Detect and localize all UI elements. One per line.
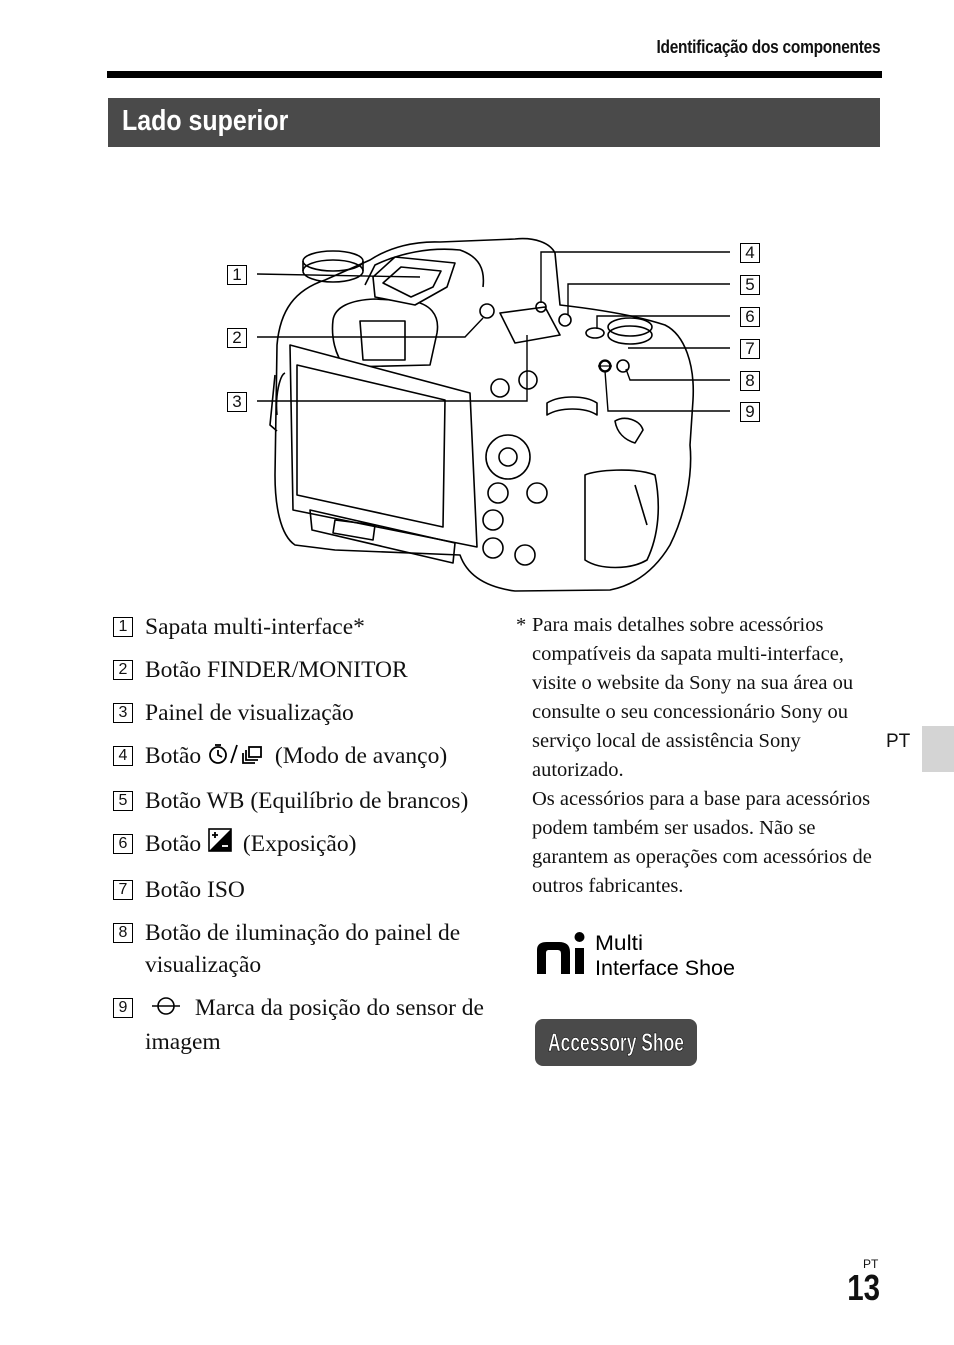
callout-4: 4 (740, 243, 760, 263)
footnote: * Para mais detalhes sobre acessórios co… (516, 611, 886, 901)
exposure-compensation-icon (207, 828, 237, 863)
item-number: 5 (113, 791, 133, 812)
item-number: 9 (113, 998, 133, 1019)
callout-8: 8 (740, 371, 760, 391)
running-header: Identificação dos componentes (656, 37, 880, 57)
accessory-shoe-logo: Accessory Shoe (535, 1019, 697, 1066)
item-suffix: (Modo de avanço) (274, 743, 448, 769)
logo-multi-text: Multi (595, 932, 643, 955)
list-item: 8 Botão de iluminação do painel de visua… (113, 917, 493, 981)
image-sensor-position-icon (149, 994, 183, 1026)
callout-6: 6 (740, 307, 760, 327)
page-number: 13 (847, 1267, 880, 1308)
item-number: 6 (113, 834, 133, 855)
logo-interface-shoe-text: Interface Shoe (595, 957, 735, 980)
item-text: Sapata multi-interface* (145, 614, 365, 640)
callout-5: 5 (740, 275, 760, 295)
list-item: 9 Marca da posição do sensor de imagem (113, 992, 493, 1058)
callout-7: 7 (740, 339, 760, 359)
item-prefix: Botão (145, 831, 202, 858)
item-number: 3 (113, 703, 133, 723)
accessory-shoe-text: Accessory Shoe (548, 1029, 684, 1057)
side-language-label: PT (886, 731, 911, 752)
item-suffix: (Exposição) (242, 831, 357, 858)
item-text: Botão FINDER/MONITOR (145, 657, 408, 683)
callout-9: 9 (740, 402, 760, 422)
list-item: 5 Botão WB (Equilíbrio de brancos) (113, 785, 493, 817)
section-title-bar: Lado superior (108, 98, 880, 147)
item-number: 8 (113, 923, 133, 944)
footnote-paragraph-2: Os acessórios para a base para acessório… (532, 788, 872, 897)
callout-1: 1 (227, 265, 247, 285)
list-item: 2 Botão FINDER/MONITOR (113, 654, 493, 686)
list-item: 7 Botão ISO (113, 874, 493, 906)
item-suffix: Marca da posição do sensor de imagem (145, 995, 484, 1055)
side-language-tab (922, 726, 954, 772)
item-text: Botão WB (Equilíbrio de brancos) (145, 788, 469, 815)
list-item: 4 Botão (Modo de avanço) (113, 740, 493, 774)
component-list: 1 Sapata multi-interface* 2 Botão FINDER… (113, 611, 493, 1058)
footnote-paragraph-1: Para mais detalhes sobre acessórios comp… (532, 614, 854, 781)
item-number: 7 (113, 880, 133, 901)
section-title: Lado superior (122, 105, 289, 137)
footnote-marker: * (516, 614, 527, 636)
item-number: 1 (113, 617, 133, 637)
item-prefix: Botão (145, 743, 202, 769)
item-text: Painel de visualização (145, 700, 354, 726)
top-rule (107, 71, 882, 78)
self-timer-continuous-icon (207, 741, 269, 774)
list-item: 1 Sapata multi-interface* (113, 611, 493, 643)
callout-2: 2 (227, 328, 247, 348)
list-item: 6 Botão (Exposição) (113, 828, 493, 863)
item-text: Botão ISO (145, 877, 245, 904)
item-number: 2 (113, 660, 133, 680)
camera-top-illustration: 1 2 3 4 5 6 7 8 9 (215, 225, 775, 600)
item-number: 4 (113, 746, 133, 766)
callout-3: 3 (227, 392, 247, 412)
item-text: Botão de iluminação do painel de visuali… (145, 920, 461, 979)
footer-language: PT (863, 1257, 879, 1271)
camera-drawing (256, 237, 730, 592)
list-item: 3 Painel de visualização (113, 697, 493, 729)
multi-interface-shoe-logo: Multi Interface Shoe (535, 930, 745, 980)
